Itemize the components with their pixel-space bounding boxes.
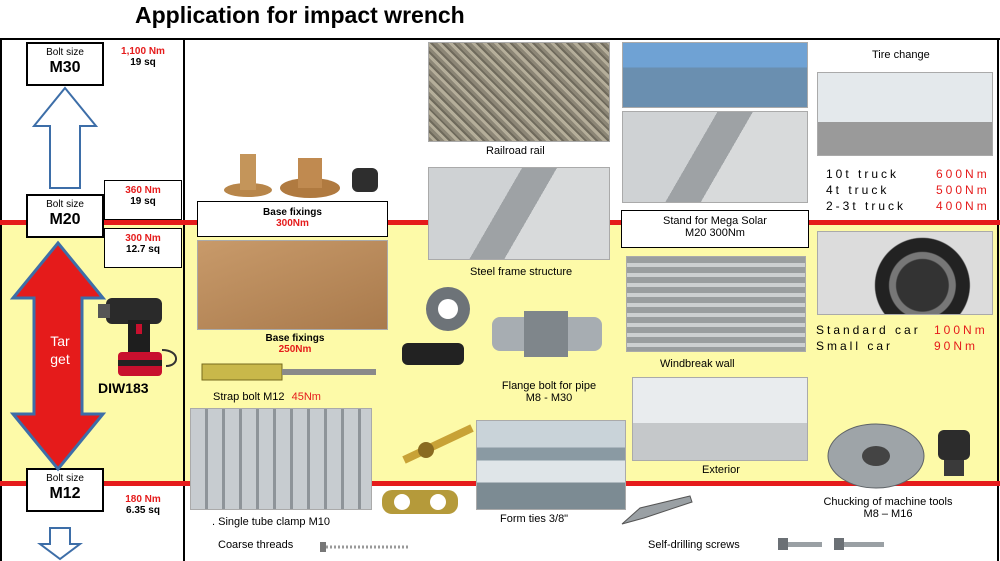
- frame-left-border: [0, 38, 2, 561]
- form-ties-label: Form ties 3/8": [500, 513, 569, 525]
- impact-wrench-icon: [98, 298, 177, 376]
- frame-right-border: [997, 38, 999, 561]
- bolt-box-m30: Bolt size M30: [26, 42, 104, 86]
- bolt-box-m12: Bolt size M12: [26, 468, 104, 512]
- form-tie-icon: [402, 424, 474, 464]
- self-drilling-label: Self-drilling screws: [648, 539, 740, 551]
- flange-parts-icon: [402, 287, 602, 365]
- diagram-frame: [0, 38, 1000, 561]
- solar-panel-photo: [622, 42, 808, 108]
- tire-change-title: Tire change: [872, 49, 930, 61]
- down-arrow-icon: [37, 527, 83, 561]
- truck-photo: [817, 72, 993, 156]
- strap-bolt-label: Strap bolt M12 45Nm: [213, 391, 321, 403]
- steel-frame-photo: [428, 167, 610, 260]
- windbreak-photo: [626, 256, 806, 352]
- base-fixing-parts-icon: [224, 154, 378, 198]
- self-drilling-screw-icon: [778, 538, 884, 550]
- column-divider: [183, 38, 185, 561]
- railroad-photo: [428, 42, 610, 142]
- page-title: Application for impact wrench: [135, 2, 465, 28]
- drill-bit-icon: [621, 495, 693, 525]
- pipe-clamp-icon: [382, 490, 458, 514]
- base-fixings-photo: [197, 240, 388, 330]
- target-label: Tar get: [50, 333, 70, 367]
- form-ties-photo: [476, 420, 626, 510]
- torque-target: 300 Nm 12.7 sq: [104, 228, 182, 268]
- machine-chuck-icon: [827, 423, 970, 489]
- base-fixings-label-box: Base fixings 300Nm: [197, 201, 388, 237]
- railroad-label: Railroad rail: [486, 145, 545, 157]
- solar-stand-photo: [622, 111, 808, 203]
- coarse-threads-label: Coarse threads: [218, 539, 294, 551]
- exterior-label: Exterior: [702, 464, 740, 476]
- torque-m20: 360 Nm 19 sq: [104, 180, 182, 220]
- coarse-thread-screw-icon: [320, 542, 410, 552]
- tool-model: DIW183: [98, 380, 149, 396]
- windbreak-label: Windbreak wall: [660, 358, 735, 370]
- mega-solar-label-box: Stand for Mega Solar M20 300Nm: [621, 210, 809, 248]
- base-fixings-2-label: Base fixings 250Nm: [265, 333, 325, 355]
- up-arrow-icon: [31, 86, 99, 189]
- steel-frame-label: Steel frame structure: [470, 266, 573, 278]
- torque-m12: 180 Nm 6.35 sq: [125, 494, 161, 516]
- car-tire-photo: [817, 231, 993, 315]
- target-double-arrow-icon: [9, 240, 107, 472]
- exterior-photo: [632, 377, 808, 461]
- bolt-box-m20: Bolt size M20: [26, 194, 104, 238]
- torque-m30: 1,100 Nm 19 sq: [104, 42, 182, 86]
- flange-bolt-label: Flange bolt for pipe M8 - M30: [501, 380, 597, 404]
- single-tube-clamp-label: . Single tube clamp M10: [212, 516, 331, 528]
- scaffold-photo: [190, 408, 372, 510]
- chucking-label: Chucking of machine tools M8 – M16: [823, 496, 953, 520]
- strap-bolt-icon: [201, 363, 376, 381]
